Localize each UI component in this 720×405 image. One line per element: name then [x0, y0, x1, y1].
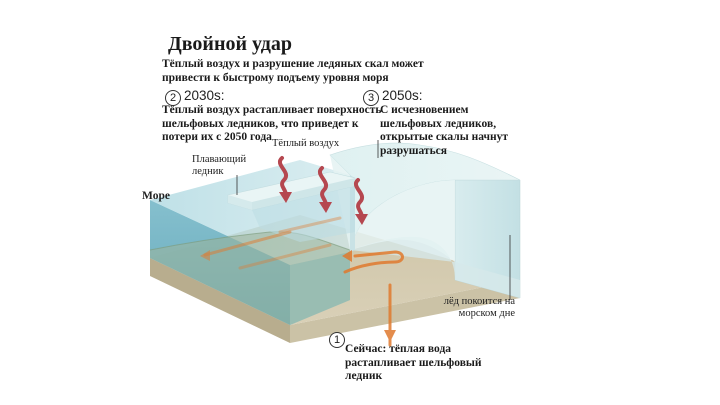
- page-subtitle: Тёплый воздух и разрушение ледяных скал …: [162, 58, 424, 84]
- step-1-text: Сейчас: тёплая вода растапливает шельфов…: [345, 343, 482, 383]
- sea-label: Море: [142, 190, 170, 202]
- warm-air-arrow-1: [278, 156, 288, 198]
- leader-lines: [236, 140, 511, 300]
- floating-ice-shelf: [227, 171, 356, 242]
- warm-air-arrows: [278, 156, 368, 225]
- floating-glacier-label: Плавающий ледник: [192, 154, 247, 178]
- loop-water-arrow: [343, 250, 404, 274]
- down-arrowhead-icon: [384, 330, 396, 342]
- page-title: Двойной удар: [168, 33, 292, 55]
- warm-water-arrows: [200, 216, 404, 347]
- step-2-year: 2030s:: [184, 88, 225, 103]
- step-1-number: 1: [329, 332, 345, 348]
- step-3-text: С исчезновением шельфовых ледников, откр…: [380, 104, 508, 157]
- step-3-number: 3: [363, 90, 379, 106]
- warm-air-label: Тёплый воздух: [272, 138, 340, 149]
- step-3-year: 2050s:: [382, 88, 423, 103]
- warm-air-arrow-3: [354, 178, 364, 220]
- step-2-text: Тёплый воздух растапливает поверхность ш…: [162, 104, 382, 144]
- step-2-number: 2: [165, 90, 181, 106]
- warm-air-arrow-2: [318, 166, 328, 208]
- seabed-ice-label: лёд покоится на морском дне: [443, 296, 515, 320]
